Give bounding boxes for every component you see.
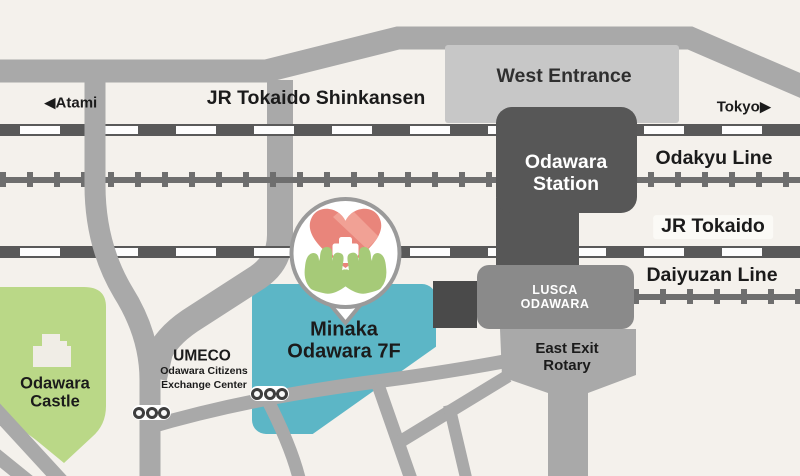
clinic-pin [289, 197, 402, 327]
umeco-title-label: UMECO [173, 347, 231, 365]
crosswalk-dot [276, 387, 289, 400]
minaka-odawara-label: Minaka Odawara 7F [287, 318, 401, 363]
lusca-odawara-building [477, 265, 634, 329]
road-west-vertical [84, 78, 161, 476]
jr-tokaido-line-label: JR Tokaido [653, 215, 773, 239]
crosswalk-dot [145, 406, 158, 419]
east-exit-rotary-label: East Exit Rotary [535, 340, 599, 374]
crosswalk-dot [158, 406, 171, 419]
road-umeco-crossing [144, 353, 514, 435]
crosswalk-dots-east [250, 386, 289, 401]
direction-tokyo-label: Tokyo▶ [716, 98, 772, 116]
daiyuzan-railway [633, 289, 800, 304]
odawara-station-building [496, 107, 637, 213]
east-exit-structure [433, 281, 477, 328]
west-entrance-label: West Entrance [496, 65, 632, 88]
east-exit-road-south [548, 388, 588, 476]
road-castle-side [0, 403, 67, 476]
background-wedge [300, 346, 437, 443]
umeco-subtitle2-label: Exchange Center [161, 379, 247, 392]
road-top [0, 26, 800, 98]
direction-atami-label: ◀Atami [44, 94, 98, 112]
odakyu-line-label: Odakyu Line [655, 147, 773, 170]
castle-park-area [0, 287, 106, 463]
umeco-subtitle1-label: Odawara Citizens [160, 365, 248, 378]
road-castle-corner [0, 449, 33, 476]
hands-icon [304, 247, 387, 294]
daiyuzan-line-label: Daiyuzan Line [646, 264, 778, 287]
east-exit-rotary-area [500, 329, 636, 393]
odawara-station-label: Odawara Station [524, 151, 608, 195]
road-branch-southwest [260, 394, 306, 476]
road-rotary-branch [443, 403, 472, 476]
road-branch-south [370, 379, 417, 476]
castle-icon [33, 334, 71, 367]
crosswalk-dots-west [132, 405, 171, 420]
lusca-odawara-label: LUSCA ODAWARA [520, 283, 590, 311]
odawara-castle-label: Odawara Castle [20, 374, 90, 411]
roads [0, 26, 800, 476]
crosswalk-dot [263, 387, 276, 400]
shinkansen-line-label: JR Tokaido Shinkansen [206, 87, 426, 110]
crosswalk-dot [132, 406, 145, 419]
crosswalk-dot [250, 387, 263, 400]
